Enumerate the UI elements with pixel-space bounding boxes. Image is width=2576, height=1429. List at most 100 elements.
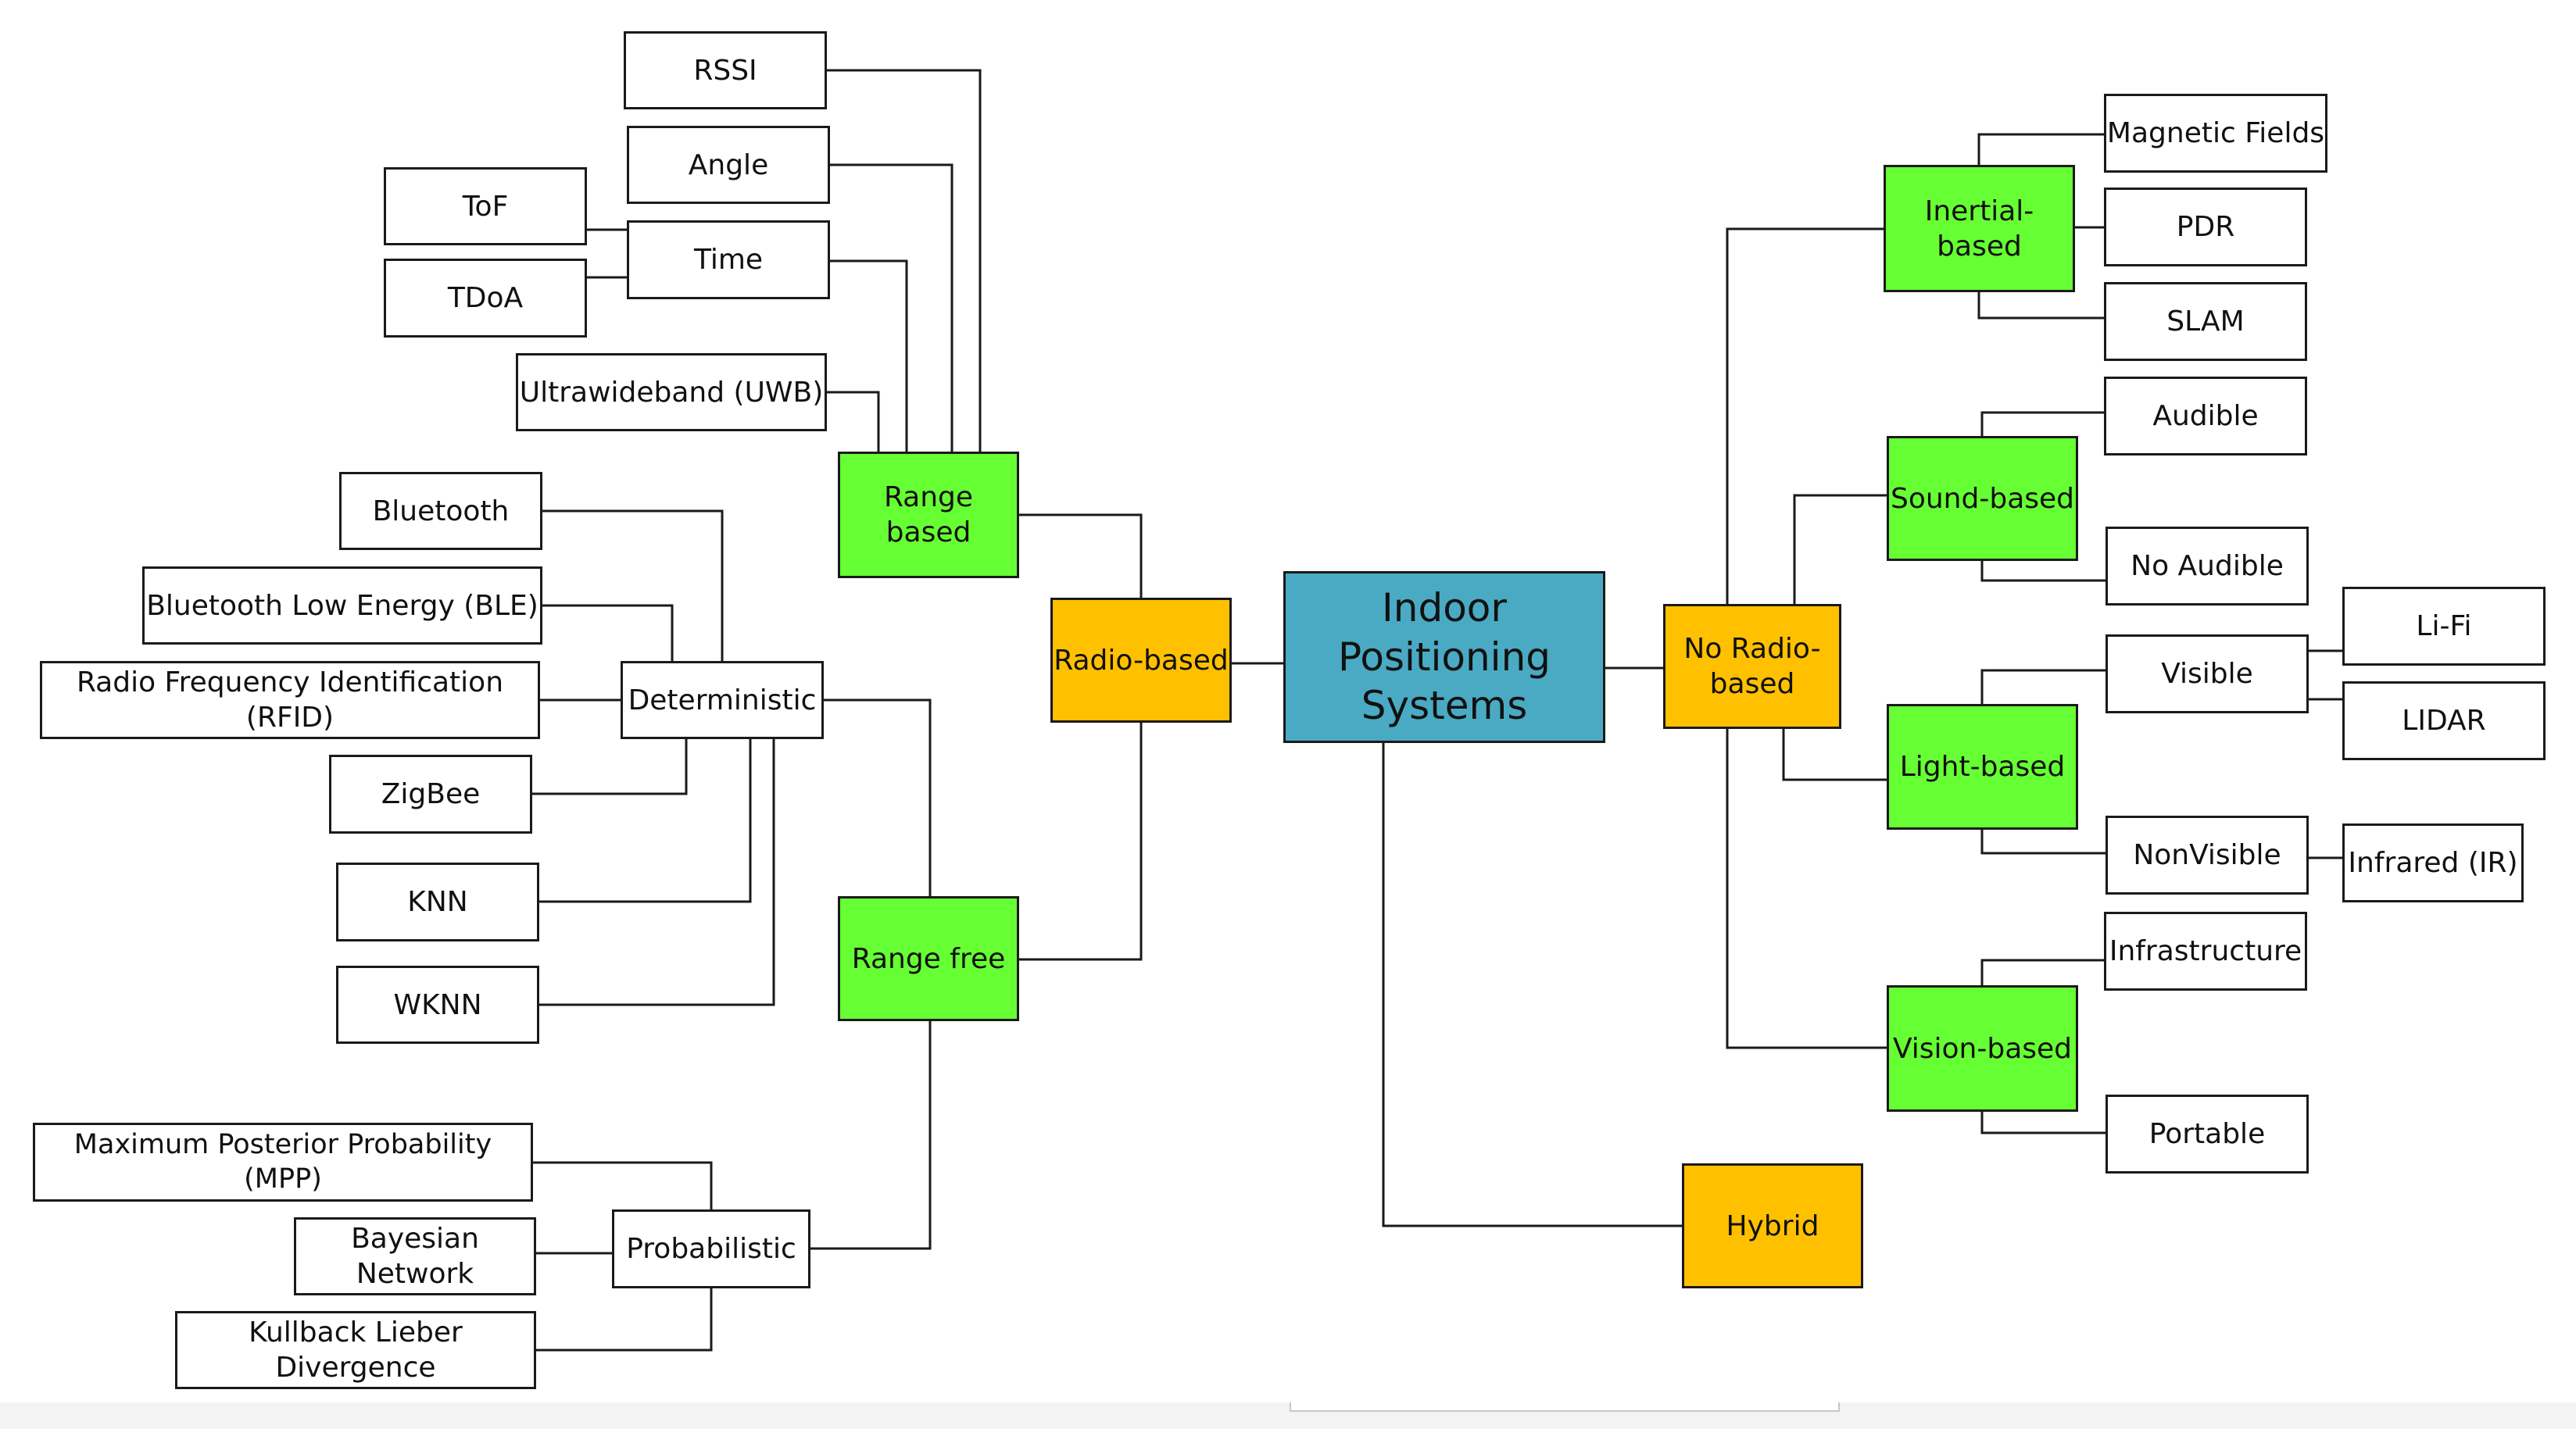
inertial-based-label: Inertial-based (1924, 195, 2034, 263)
uwb-node: Ultrawideband (UWB) (516, 353, 827, 431)
angle-label: Angle (688, 148, 769, 181)
time-label: Time (693, 244, 764, 276)
connector-light-to-nonvisible (1980, 830, 2106, 855)
connector-det-to-zigbee (532, 739, 688, 795)
wknn-label: WKNN (393, 988, 482, 1021)
root-node-label: Indoor Positioning Systems (1338, 585, 1551, 729)
range-based-label: Range based (883, 481, 974, 548)
connector-vision-to-portable (1980, 1112, 2106, 1134)
pdr-label: PDR (2176, 211, 2235, 243)
connector-rangefree-to-deterministic (824, 698, 932, 896)
light-based-label: Light-based (1899, 751, 2066, 783)
time-node: Time (627, 220, 830, 299)
connector-sound-to-audible (1980, 411, 2104, 436)
magnetic-fields-label: Magnetic Fields (2106, 117, 2325, 149)
infrastructure-node: Infrastructure (2104, 912, 2307, 991)
nonvisible-node: NonVisible (2106, 816, 2309, 895)
kullback-node: Kullback Lieber Divergence (175, 1311, 536, 1389)
knn-label: KNN (407, 886, 468, 918)
no-radio-based-label: No Radio-based (1683, 633, 1821, 700)
range-based-node: Range based (838, 452, 1019, 578)
connector-det-to-wknn (539, 739, 775, 1006)
no-audible-label: No Audible (2131, 550, 2284, 582)
infrared-node: Infrared (IR) (2342, 823, 2524, 902)
connector-det-to-bluetooth (542, 509, 724, 661)
no-radio-based-node: No Radio-based (1663, 604, 1841, 729)
lidar-node: LIDAR (2342, 681, 2546, 760)
rssi-node: RSSI (624, 31, 827, 109)
connector-rangebased-to-rssi (827, 69, 982, 452)
deterministic-label: Deterministic (628, 684, 817, 716)
uwb-label: Ultrawideband (UWB) (519, 376, 824, 409)
connector-det-to-knn (539, 739, 752, 903)
connector-light-to-visible (1980, 669, 2106, 704)
inertial-based-node: Inertial-based (1884, 165, 2075, 292)
connector-radio-to-rangefree (1019, 723, 1143, 961)
connector-rangebased-to-time (830, 259, 908, 452)
zigbee-label: ZigBee (381, 778, 481, 810)
lifi-node: Li-Fi (2342, 587, 2546, 666)
bottom-band (0, 1402, 2576, 1429)
portable-node: Portable (2106, 1095, 2309, 1174)
connector-vision-to-infrastructure (1980, 959, 2104, 985)
connector-inertial-to-slam (1977, 292, 2104, 320)
tof-label: ToF (462, 190, 509, 223)
knn-node: KNN (336, 863, 539, 941)
deterministic-node: Deterministic (621, 661, 824, 739)
zigbee-node: ZigBee (329, 755, 532, 834)
nonvisible-label: NonVisible (2133, 839, 2281, 871)
visible-label: Visible (2161, 658, 2253, 690)
connector-sound-to-noaudible (1980, 561, 2106, 582)
lifi-label: Li-Fi (2416, 610, 2472, 642)
connector-rangebased-to-angle (830, 163, 953, 452)
sound-based-label: Sound-based (1890, 482, 2075, 515)
ble-node: Bluetooth Low Energy (BLE) (142, 566, 542, 645)
wknn-node: WKNN (336, 966, 539, 1044)
mpp-label: Maximum Posterior Probability (MPP) (73, 1128, 492, 1195)
sound-based-node: Sound-based (1887, 436, 2078, 561)
lidar-label: LIDAR (2402, 705, 2486, 737)
portable-label: Portable (2148, 1118, 2266, 1150)
infrastructure-label: Infrastructure (2109, 935, 2302, 967)
rfid-node: Radio Frequency Identification (RFID) (40, 661, 540, 739)
slam-node: SLAM (2104, 282, 2307, 361)
slam-label: SLAM (2166, 305, 2245, 338)
bluetooth-node: Bluetooth (339, 472, 542, 550)
infrared-label: Infrared (IR) (2348, 847, 2518, 879)
root-node: Indoor Positioning Systems (1283, 571, 1605, 743)
radio-based-label: Radio-based (1054, 644, 1229, 677)
bayesian-label: Bayesian Network (351, 1223, 479, 1290)
connector-root-to-hybrid (1382, 743, 1682, 1227)
rfid-label: Radio Frequency Identification (RFID) (76, 666, 504, 734)
probabilistic-label: Probabilistic (626, 1233, 796, 1265)
hybrid-label: Hybrid (1726, 1209, 1819, 1242)
angle-node: Angle (627, 126, 830, 204)
range-free-label: Range free (851, 942, 1006, 975)
ble-label: Bluetooth Low Energy (BLE) (146, 589, 538, 622)
probabilistic-node: Probabilistic (612, 1209, 810, 1288)
connector-noradio-to-sound (1793, 494, 1887, 604)
connector-rangefree-to-probabilistic (810, 1021, 932, 1250)
magnetic-fields-node: Magnetic Fields (2104, 94, 2327, 173)
connector-prob-to-mpp (533, 1161, 713, 1209)
connector-rangebased-to-uwb (827, 391, 880, 452)
connector-radio-to-rangebased (1019, 513, 1143, 598)
pdr-node: PDR (2104, 188, 2307, 266)
light-based-node: Light-based (1887, 704, 2078, 830)
bluetooth-label: Bluetooth (372, 495, 510, 527)
tof-node: ToF (384, 167, 587, 245)
connector-noradio-to-light (1782, 729, 1887, 781)
tdoa-node: TDoA (384, 259, 587, 338)
audible-node: Audible (2104, 377, 2307, 455)
bottom-tab (1290, 1402, 1840, 1412)
rssi-label: RSSI (693, 54, 757, 87)
tdoa-label: TDoA (447, 282, 524, 314)
kullback-label: Kullback Lieber Divergence (249, 1316, 463, 1384)
connector-prob-to-kullback (536, 1288, 713, 1352)
connector-noradio-to-vision (1726, 729, 1887, 1049)
hybrid-node: Hybrid (1682, 1163, 1863, 1288)
connector-inertial-to-magnetic (1977, 133, 2104, 165)
vision-based-label: Vision-based (1892, 1032, 2073, 1065)
